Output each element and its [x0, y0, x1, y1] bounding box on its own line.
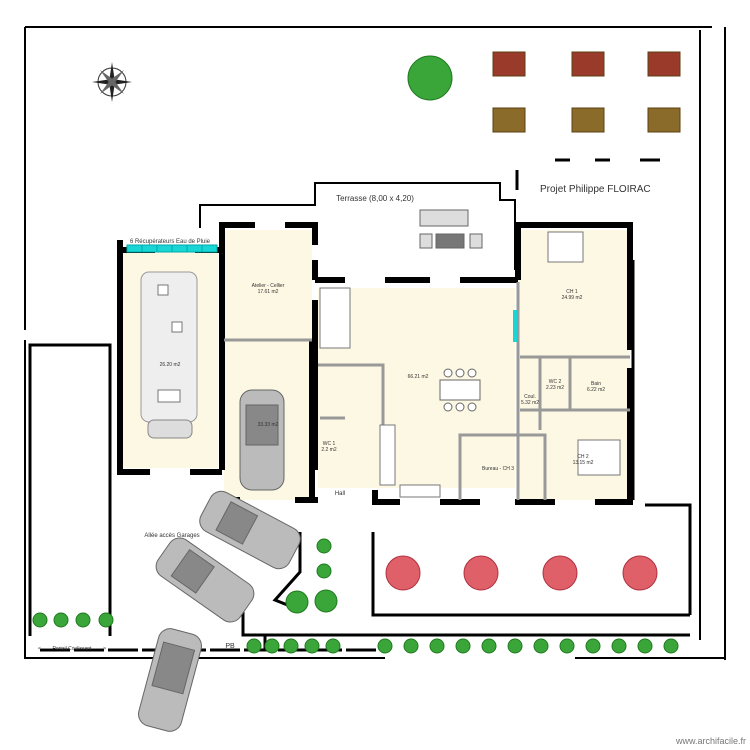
wc1-name: WC 1 — [323, 441, 336, 447]
ch1-name: CH 1 — [566, 289, 578, 295]
atelier-name: Atelier - Cellier — [252, 283, 285, 289]
couloir-name: Coul. — [524, 394, 536, 400]
wc2-area: 2.23 m2 — [546, 385, 564, 391]
ch2-area: 13.15 m2 — [573, 460, 594, 466]
vegetable-plots — [492, 51, 681, 133]
furniture — [319, 231, 621, 498]
atelier-area: 17.61 m2 — [258, 289, 279, 295]
cyan-window — [513, 310, 517, 342]
bain-name: Bain — [591, 381, 601, 387]
tree-icon — [407, 55, 453, 101]
terrace-label: Terrasse (8,00 x 4,20) — [336, 194, 414, 203]
couloir-area: 5.32 m2 — [521, 400, 539, 406]
wc2-name: WC 2 — [549, 379, 562, 385]
terrace-outline — [199, 182, 516, 270]
camping-car — [140, 271, 198, 439]
living-area: 66.21 m2 — [408, 374, 429, 380]
pb-label: PB — [225, 643, 235, 650]
cars — [138, 389, 301, 732]
property-boundary — [24, 26, 726, 660]
rainwater-label: 6 Récupérateurs Eau de Pluie — [130, 239, 211, 245]
gate-label: <-------Portail Coulissant-------> — [38, 646, 106, 652]
compass-icon — [92, 62, 132, 102]
rose-bushes — [385, 555, 658, 591]
ch1-area: 24.99 m2 — [562, 295, 583, 301]
hall-label: Hall — [335, 491, 345, 497]
wc1-area: 2.2 m2 — [321, 447, 337, 453]
walls — [117, 222, 633, 505]
shrubs — [32, 538, 679, 654]
room-living — [318, 288, 515, 488]
garage1-area: 26.20 m2 — [160, 362, 181, 368]
driveway-label: Allée accès Garages — [144, 533, 199, 539]
bain-area: 6.22 m2 — [587, 387, 605, 393]
rain-tanks — [126, 244, 218, 253]
dining-table — [439, 368, 481, 412]
room-atelier — [224, 230, 312, 340]
bureau-name: Bureau - CH 3 — [482, 466, 514, 472]
garage2-area: 33.33 m2 — [258, 422, 279, 428]
ch2-name: CH 2 — [577, 454, 589, 460]
terrace-furniture — [419, 209, 483, 249]
interior-walls — [224, 282, 630, 500]
project-title: Projet Philippe FLOIRAC — [540, 184, 651, 195]
watermark: www.archifacile.fr — [675, 736, 746, 746]
